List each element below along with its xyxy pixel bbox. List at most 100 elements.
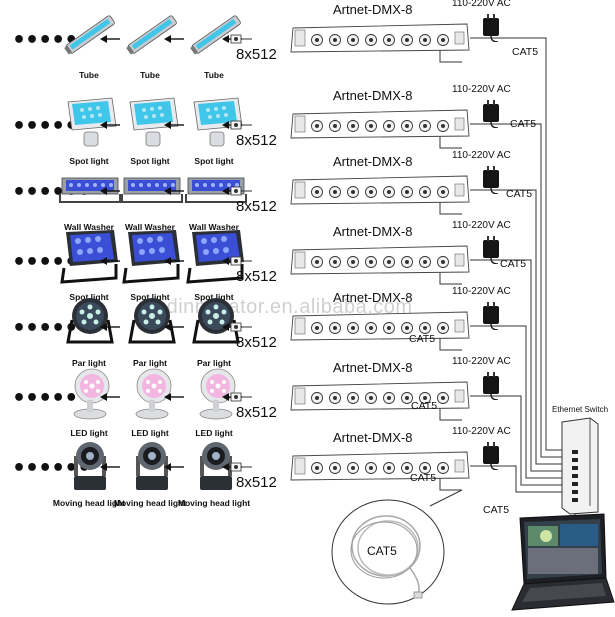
fixture-label: Moving head light xyxy=(52,498,126,508)
signal-arrow-icon xyxy=(100,184,122,196)
node-model-label: Artnet-DMX-8 xyxy=(333,430,413,445)
moving-fixture-icon xyxy=(120,434,184,494)
ethernet-switch xyxy=(560,416,600,516)
wallwasher-fixture-icon xyxy=(184,158,248,218)
dmx-connector-icon xyxy=(230,184,252,196)
dmx-universes-label: 8x512 xyxy=(236,474,277,491)
power-label: 110-220V AC xyxy=(452,84,511,95)
power-adapter-icon xyxy=(478,234,504,265)
fixture-label: Par light xyxy=(196,358,231,368)
power-label: 110-220V AC xyxy=(452,150,511,161)
fixture-row: •••••• Spot light Spot light Spot light … xyxy=(0,220,615,312)
dmx-universes-label: 8x512 xyxy=(236,404,277,421)
power-adapter-icon xyxy=(478,440,504,471)
dmx-universes-label: 8x512 xyxy=(236,198,277,215)
fixture-label: LED light xyxy=(70,428,108,438)
dmx-universes-label: 8x512 xyxy=(236,46,277,63)
fixture-label: Par light xyxy=(71,358,106,368)
fixture-label: LED light xyxy=(131,428,169,438)
fixture-label: Spot light xyxy=(194,292,234,302)
artnet-node xyxy=(289,172,471,206)
cat5-label: CAT5 xyxy=(506,188,533,200)
spot-fixture-icon xyxy=(184,92,248,152)
led-fixture-icon xyxy=(58,364,122,424)
spot-fixture-icon xyxy=(120,92,184,152)
power-label: 110-220V AC xyxy=(452,426,511,437)
moving-fixture-icon xyxy=(58,434,122,494)
fixture-label: Spot light xyxy=(69,156,109,166)
signal-arrow-icon xyxy=(164,320,186,332)
fixture-label: Wall Washer xyxy=(189,222,239,232)
dmx-connector-icon xyxy=(230,32,252,44)
signal-arrow-icon xyxy=(164,118,186,130)
moving-fixture-icon xyxy=(184,434,248,494)
power-label: 110-220V AC xyxy=(452,286,511,297)
node-model-label: Artnet-DMX-8 xyxy=(333,154,413,169)
fixture-row: •••••• Spot light Spot light Spot light … xyxy=(0,84,615,176)
signal-arrow-icon xyxy=(100,118,122,130)
power-adapter-icon xyxy=(478,164,504,195)
cat5-label: CAT5 xyxy=(409,333,436,345)
node-model-label: Artnet-DMX-8 xyxy=(333,88,413,103)
dmx-connector-icon xyxy=(230,254,252,266)
tube-fixture-icon xyxy=(58,6,122,66)
power-adapter-icon xyxy=(478,300,504,331)
node-model-label: Artnet-DMX-8 xyxy=(333,224,413,239)
fixture-label: Tube xyxy=(79,70,99,80)
artnet-node xyxy=(289,308,471,342)
fixture-label: Par light xyxy=(132,358,167,368)
cat5-label: CAT5 xyxy=(500,258,527,270)
fixture-label: Wall Washer xyxy=(64,222,114,232)
cat5-label: CAT5 xyxy=(510,118,537,130)
power-label: 110-220V AC xyxy=(452,220,511,231)
artnet-node xyxy=(289,106,471,140)
fixture-label: Tube xyxy=(204,70,224,80)
dmx-connector-icon xyxy=(230,460,252,472)
led-fixture-icon xyxy=(120,364,184,424)
signal-arrow-icon xyxy=(164,390,186,402)
spot-fixture-icon xyxy=(58,92,122,152)
cat5-cable-coil xyxy=(330,498,448,606)
fixture-label: Tube xyxy=(140,70,160,80)
fixture-label: Spot light xyxy=(69,292,109,302)
artnet-node xyxy=(289,242,471,276)
ethernet-switch-label: Ethernet Switch xyxy=(552,405,609,414)
fixture-label: Wall Washer xyxy=(125,222,175,232)
node-model-label: Artnet-DMX-8 xyxy=(333,290,413,305)
par-fixture-icon xyxy=(120,294,184,354)
signal-arrow-icon xyxy=(164,460,186,472)
cat5-label: CAT5 xyxy=(411,400,438,412)
power-label: 110-220V AC xyxy=(452,0,511,9)
coil-cat5-label: CAT5 xyxy=(367,544,397,558)
fixture-row: •••••• Wall Washer Wall Washer Wall Wash… xyxy=(0,150,615,242)
fixture-label: Spot light xyxy=(130,292,170,302)
artnet-node xyxy=(289,378,471,412)
dmx-connector-icon xyxy=(230,320,252,332)
fixture-label: Spot light xyxy=(130,156,170,166)
power-adapter-icon xyxy=(478,370,504,401)
tube-fixture-icon xyxy=(184,6,248,66)
signal-arrow-icon xyxy=(164,32,186,44)
par-fixture-icon xyxy=(58,294,122,354)
power-adapter-icon xyxy=(478,98,504,129)
signal-arrow-icon xyxy=(100,390,122,402)
dmx-universes-label: 8x512 xyxy=(236,334,277,351)
signal-arrow-icon xyxy=(164,184,186,196)
dmx-connector-icon xyxy=(230,390,252,402)
fixture-row: •••••• Par light Par light Par light 8x5… xyxy=(0,286,615,378)
signal-arrow-icon xyxy=(164,254,186,266)
artnet-node xyxy=(289,20,471,54)
dmx-universes-label: 8x512 xyxy=(236,268,277,285)
fixture-row: •••••• LED light LED light LED light 8x5… xyxy=(0,356,615,448)
node-model-label: Artnet-DMX-8 xyxy=(333,2,413,17)
tube-fixture-icon xyxy=(120,6,184,66)
fixture-label: Spot light xyxy=(194,156,234,166)
artnet-node xyxy=(289,448,471,482)
cat5-label: CAT5 xyxy=(512,46,539,58)
cat5-laptop-label: CAT5 xyxy=(483,504,510,516)
floodspot-fixture-icon xyxy=(120,228,184,288)
signal-arrow-icon xyxy=(100,254,122,266)
laptop-controller xyxy=(508,512,615,612)
node-model-label: Artnet-DMX-8 xyxy=(333,360,413,375)
